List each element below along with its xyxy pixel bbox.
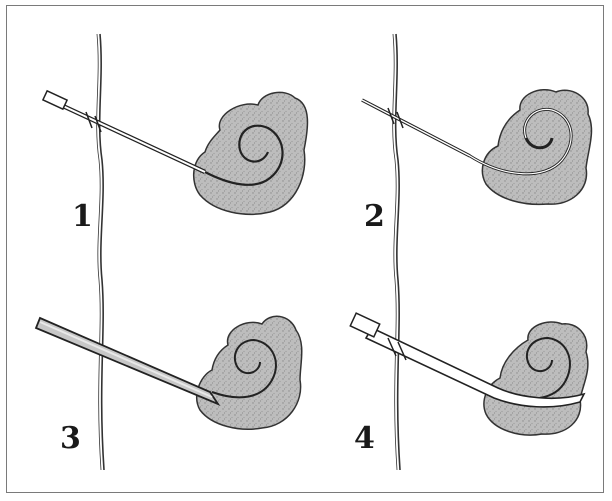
panel-label-4: 4 [354,421,375,456]
panel-1 [43,91,308,214]
catheter-hub-4 [350,313,379,337]
mass-1 [194,92,308,214]
catheter-1 [43,91,205,172]
tissue-plane-right [393,34,400,470]
dilator-sheath-3 [36,318,218,404]
tissue-plane-left [97,34,104,470]
guidewire-2 [362,100,470,156]
panel-label-3: 3 [60,421,81,456]
panel-3 [36,316,302,429]
panel-4 [350,313,588,435]
panel-label-2: 2 [364,199,385,234]
panel-label-1: 1 [72,199,93,234]
mass-4 [484,322,588,435]
